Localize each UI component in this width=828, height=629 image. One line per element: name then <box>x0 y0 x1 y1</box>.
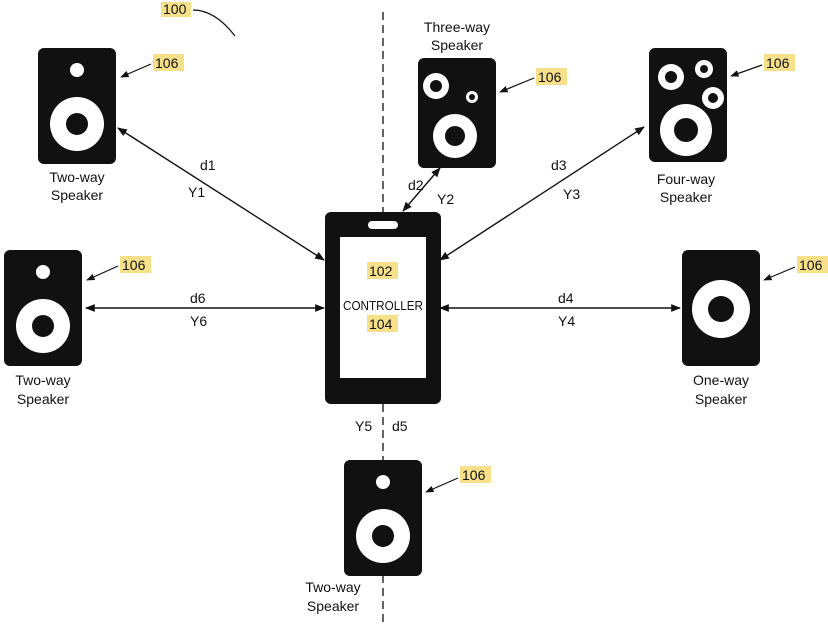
distance-label-d5: d5 <box>392 418 408 434</box>
speaker-one-way-right: One-way Speaker 106 <box>682 250 828 407</box>
speaker-label-line2: Speaker <box>431 37 483 53</box>
angle-label-y1: Y1 <box>188 184 205 200</box>
link-top-left <box>117 127 325 261</box>
distance-label-d1: d1 <box>200 157 216 173</box>
controller-device: 102 CONTROLLER 104 <box>325 212 441 404</box>
speaker-label-line1: Two-way <box>15 372 70 388</box>
speaker-three-way-top-center: Three-way Speaker 106 <box>418 19 567 168</box>
speaker-label-line1: Three-way <box>424 19 490 35</box>
speaker-four-way-top-right: Four-way Speaker 106 <box>649 48 795 205</box>
link-top-right <box>439 126 645 261</box>
figure-number-text: 100 <box>163 1 187 17</box>
speaker-label-line1: One-way <box>693 372 749 388</box>
speaker-label-line1: Two-way <box>305 579 360 595</box>
distance-label-d6: d6 <box>190 290 206 306</box>
speaker-label-line1: Two-way <box>49 169 104 185</box>
controller-label: CONTROLLER <box>343 298 423 313</box>
link-top-center <box>402 167 441 212</box>
speaker-ref-leader <box>763 266 796 281</box>
speaker-two-way-top-left: Two-way Speaker 106 <box>38 48 184 203</box>
speaker-label-line2: Speaker <box>660 189 712 205</box>
angle-label-y5: Y5 <box>355 418 372 434</box>
speaker-ref-leader <box>425 477 459 493</box>
controller-screen <box>340 237 426 378</box>
speaker-label-line2: Speaker <box>17 391 69 407</box>
speaker-ref-leader <box>120 63 152 78</box>
speaker-ref-leader <box>730 64 763 77</box>
controller-ref-bottom: 104 <box>369 316 393 332</box>
controller-speaker-slot <box>368 221 398 229</box>
speaker-ref: 106 <box>122 257 146 273</box>
speaker-two-way-left: Two-way Speaker 106 <box>4 250 151 407</box>
speaker-label-line2: Speaker <box>307 598 359 614</box>
speaker-ref: 106 <box>462 467 486 483</box>
speaker-label-line2: Speaker <box>695 391 747 407</box>
distance-label-d4: d4 <box>558 290 574 306</box>
angle-label-y2: Y2 <box>437 191 454 207</box>
distance-label-d3: d3 <box>551 157 567 173</box>
speaker-ref-leader <box>499 77 535 93</box>
speaker-ref: 106 <box>799 257 823 273</box>
speaker-ref: 106 <box>766 55 790 71</box>
angle-label-y6: Y6 <box>190 313 207 329</box>
angle-label-y4: Y4 <box>558 313 575 329</box>
figure-leader-line <box>192 9 236 37</box>
speaker-ref: 106 <box>155 55 179 71</box>
speaker-label-line1: Four-way <box>657 171 715 187</box>
speaker-ref: 106 <box>538 69 562 85</box>
distance-label-d2: d2 <box>408 177 424 193</box>
speaker-two-way-bottom: Two-way Speaker 106 <box>305 460 491 614</box>
speaker-label-line2: Speaker <box>51 187 103 203</box>
controller-ref-top: 102 <box>369 263 393 279</box>
angle-label-y3: Y3 <box>563 186 580 202</box>
speaker-ref-leader <box>86 265 119 281</box>
figure-number: 100 <box>161 1 236 37</box>
